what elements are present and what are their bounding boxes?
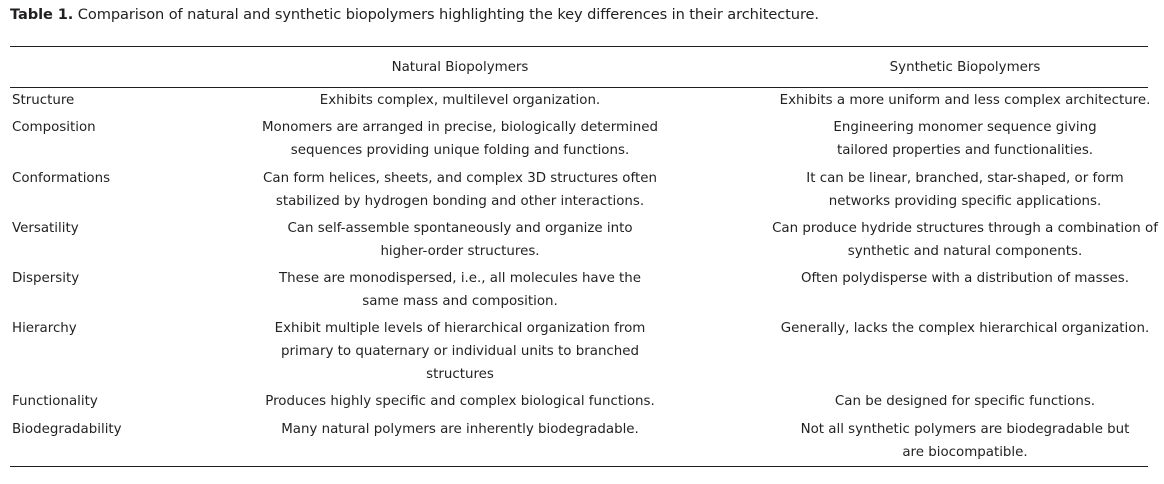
row-label: Biodegradability [12, 422, 122, 437]
synthetic-cell: Exhibits a more uniform and less complex… [779, 93, 1151, 108]
row-label: Dispersity [12, 271, 80, 286]
synthetic-cell: Generally, lacks the complex hierarchica… [780, 321, 1150, 336]
natural-cell: Can self-assemble spontaneously and orga… [287, 221, 633, 259]
synthetic-cell: It can be linear, branched, star-shaped,… [806, 171, 1124, 209]
synthetic-cell: Not all synthetic polymers are biodegrad… [800, 422, 1130, 460]
row-label: Conformations [12, 171, 111, 186]
header-natural-biopolymers: Natural Biopolymers [391, 60, 529, 75]
table-header-row: Natural Biopolymers Synthetic Biopolymer… [10, 56, 1148, 80]
natural-cell: Exhibits complex, multilevel organizatio… [319, 93, 601, 108]
natural-cell: Can form helices, sheets, and complex 3D… [263, 171, 657, 209]
table-header-rule [10, 87, 1148, 88]
caption-label: Table 1. [10, 6, 74, 23]
row-label: Hierarchy [12, 321, 77, 336]
row-label: Composition [12, 120, 96, 135]
table-bottom-rule [10, 466, 1148, 467]
synthetic-cell: Often polydisperse with a distribution o… [800, 271, 1130, 286]
table-caption: Table 1. Comparison of natural and synth… [10, 6, 819, 23]
synthetic-cell: Engineering monomer sequence giving tail… [833, 120, 1097, 158]
synthetic-cell: Can produce hydride structures through a… [772, 221, 1158, 259]
header-synthetic-biopolymers: Synthetic Biopolymers [889, 60, 1041, 75]
natural-cell: Produces highly specific and complex bio… [265, 394, 655, 409]
synthetic-cell: Can be designed for specific functions. [834, 394, 1096, 409]
caption-text: Comparison of natural and synthetic biop… [77, 6, 819, 23]
natural-cell: Monomers are arranged in precise, biolog… [262, 120, 658, 158]
row-label: Versatility [12, 221, 79, 236]
row-label: Structure [12, 93, 75, 108]
natural-cell: Many natural polymers are inherently bio… [281, 422, 639, 437]
natural-cell: These are monodispersed, i.e., all molec… [278, 271, 642, 309]
row-label: Functionality [12, 394, 98, 409]
table-top-rule [10, 46, 1148, 47]
natural-cell: Exhibit multiple levels of hierarchical … [274, 321, 646, 382]
